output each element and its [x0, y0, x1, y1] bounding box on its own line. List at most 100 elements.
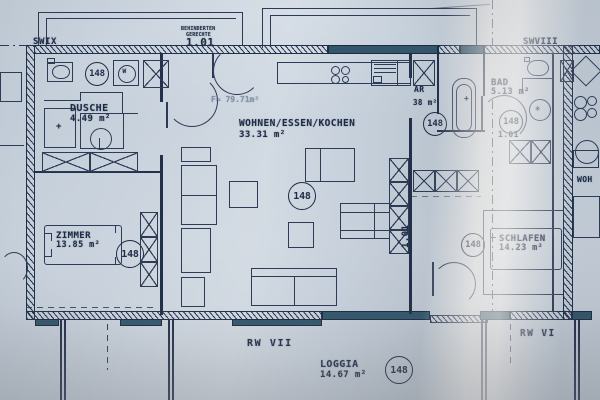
- riser-label-left: RW VII: [247, 338, 293, 349]
- washing-machine-box: [113, 60, 139, 86]
- balcony-slab-3: [232, 319, 322, 326]
- zimmer-bed-notch-2: [51, 233, 53, 241]
- room-label-loggia: LOGGIA 14.67 m²: [320, 359, 367, 381]
- loggia-dash-left: [107, 324, 109, 370]
- door-swing-entry: [166, 75, 218, 127]
- wc-enclosure: [47, 62, 73, 82]
- armchair-top-divider: [320, 148, 322, 182]
- appliance-block: [371, 60, 411, 86]
- balcony-slab-2: [120, 319, 162, 326]
- exterior-wall-top-mid: [438, 45, 460, 54]
- cabinet-ar: [413, 60, 435, 86]
- exterior-wall-top-window: [328, 45, 438, 54]
- wc-cistern-icon: [47, 58, 55, 64]
- cooktop-burner-2: [341, 66, 350, 75]
- cooktop-burner-3: [331, 75, 340, 84]
- zimmer-bed-notch-6: [115, 257, 117, 265]
- shower-drain-icon: +: [56, 122, 62, 132]
- shelf-left-bottom: [181, 277, 205, 307]
- exterior-wall-left: [26, 45, 35, 320]
- stairwell-label-left: SWIX: [33, 37, 58, 47]
- zimmer-bed-notch-3: [44, 256, 51, 258]
- room-area-ar: 38 m²: [413, 98, 438, 107]
- cabinet-bad-1: [509, 140, 531, 164]
- left-neighbour-line: [0, 145, 24, 147]
- wardrobe-zimmer-2: [140, 237, 158, 262]
- partition-right: [409, 118, 412, 314]
- schlafen-room-bottom: [483, 294, 563, 296]
- partition-neighbour: [552, 54, 554, 312]
- bath-inner-line-1: [44, 100, 80, 102]
- bathtub-tap-icon: +: [464, 94, 470, 103]
- rw6-dash: [510, 324, 512, 364]
- bad-wc-cistern-icon: [524, 57, 530, 62]
- appliance-line-3: [374, 72, 396, 73]
- partition-bath-bottom: [35, 171, 161, 174]
- upper-outline-right-left: [262, 8, 264, 48]
- accessible-note-number: 1.01: [186, 36, 215, 49]
- exterior-wall-bottom-window-3: [572, 311, 592, 320]
- neighbour-room-box: [573, 196, 600, 238]
- cabinet-hall-3: [457, 170, 479, 192]
- cabinet-bath-lower-2: [90, 152, 138, 172]
- door-leaf-entry: [166, 102, 168, 128]
- sideboard-left-lower: [181, 228, 211, 273]
- bath-inner-line-5: [122, 113, 138, 115]
- bathtub-inner: [456, 84, 472, 132]
- cooktop-burner-4: [342, 76, 349, 83]
- upper-outline-right-right: [476, 8, 478, 48]
- armchair-top: [305, 148, 355, 182]
- door-leaf-schlafen: [432, 262, 434, 296]
- armchair-right: [340, 203, 390, 239]
- dashed-line-hall: [411, 196, 481, 198]
- exterior-wall-bottom-window-2: [480, 311, 510, 320]
- side-table-2: [288, 222, 314, 248]
- exterior-wall-bottom-window: [322, 311, 430, 320]
- rw6-rail-4: [578, 320, 580, 400]
- total-area-note: F= 79.71m²: [211, 95, 260, 104]
- zimmer-bed-notch-4: [51, 249, 53, 257]
- washing-machine-icon: [118, 65, 136, 83]
- sideboard-left-divider: [181, 195, 217, 197]
- basin-tap-icon: [99, 138, 101, 148]
- side-table-1: [229, 181, 258, 208]
- door-leaf-corridor: [212, 54, 214, 78]
- rw6-rail-1: [481, 320, 483, 400]
- loggia-rail-left-1: [60, 320, 62, 400]
- room-label-schlafen: SCHLAFEN 14.23 m²: [499, 234, 546, 254]
- exterior-wall-right: [563, 45, 573, 320]
- bath-inner-line-3: [80, 92, 122, 94]
- cabinet-right-3: [389, 206, 409, 230]
- cabinet-bad-2: [531, 140, 551, 164]
- partition-bad-right: [483, 54, 486, 96]
- exterior-wall-top-window-2: [460, 45, 484, 54]
- zimmer-bed-notch-5: [115, 225, 117, 233]
- stamp-148-hall: 148: [423, 112, 447, 136]
- door-swing-corridor: [213, 47, 261, 95]
- schlafen-bed-notch-3: [490, 237, 496, 239]
- room-label-zimmer: ZIMMER 13.85 m²: [56, 231, 101, 251]
- loggia-rail-left-2: [64, 320, 66, 400]
- neighbour-burner-4: [587, 108, 597, 118]
- schlafen-bed-notch-2: [553, 261, 555, 270]
- armchair-right-line-2: [340, 230, 390, 232]
- vertical-ref-label: 1.01: [401, 224, 411, 248]
- room-label-wohnen: WOHNEN/ESSEN/KOCHEN 33.31 m²: [239, 118, 356, 140]
- upper-outline-right: [242, 12, 244, 45]
- neighbour-room-label: WOH: [577, 175, 593, 184]
- room-label-ar: AR: [414, 85, 425, 94]
- neighbour-burner-3: [574, 108, 587, 121]
- zimmer-bed-notch-1: [44, 233, 51, 235]
- cabinet-right-2: [389, 182, 409, 206]
- appliance-control: [373, 76, 382, 83]
- door-leaf-bad: [481, 96, 483, 132]
- upper-outline-left: [38, 12, 40, 45]
- stamp-148-loggia: 148: [385, 356, 413, 384]
- rw6-rail-3: [574, 320, 576, 400]
- appliance-line-1: [374, 64, 396, 65]
- appliance-line-2: [374, 68, 396, 69]
- bath-inner-line-4: [122, 92, 124, 114]
- left-neighbour-door-swing: [0, 252, 28, 284]
- partition-left-lower: [160, 155, 163, 315]
